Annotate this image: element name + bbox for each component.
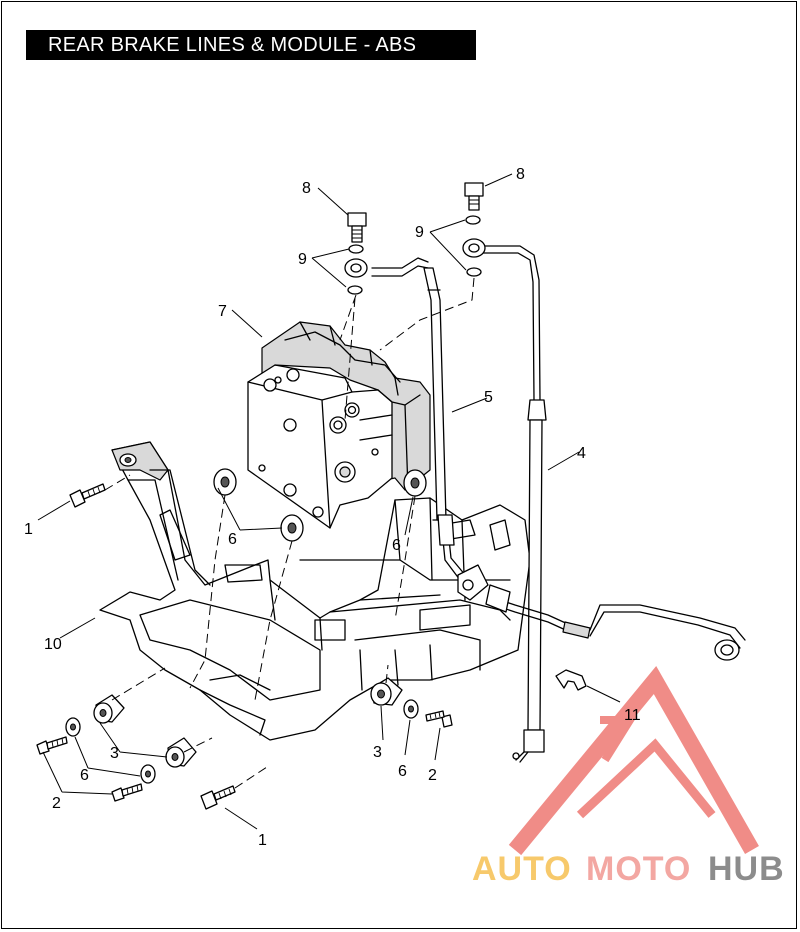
grommet-middle	[280, 514, 304, 542]
washer-lower-right	[403, 699, 419, 719]
diagram-title: REAR BRAKE LINES & MODULE - ABS	[48, 34, 417, 56]
assembly-lines	[104, 277, 475, 789]
watermark-moto: MOTO	[586, 850, 691, 888]
bolt-lower	[200, 785, 236, 810]
callout-6: 6	[228, 531, 237, 548]
callout-9: 9	[415, 224, 424, 241]
callout-8: 8	[302, 180, 311, 197]
grommet-right	[403, 469, 427, 497]
callout-1: 1	[258, 832, 267, 849]
callout-10: 10	[44, 636, 62, 653]
callout-2: 2	[52, 795, 61, 812]
callout-6: 6	[398, 763, 407, 780]
washer-lower-left-1	[65, 717, 81, 737]
callout-3: 3	[373, 744, 382, 761]
grommet-upper-left	[213, 468, 237, 496]
callouts: 8 8 9 9 7 5 4 6 6 1 10 3 6 2 3 6 2 1 11	[24, 166, 641, 849]
mounting-bracket	[99, 441, 531, 741]
callout-6: 6	[80, 767, 89, 784]
callout-2: 2	[428, 767, 437, 784]
banjo-fitting-left	[344, 258, 368, 278]
brake-line-4	[477, 245, 547, 763]
title-bar: REAR BRAKE LINES & MODULE - ABS	[26, 30, 476, 60]
abs-module	[247, 321, 431, 529]
screw-lower-right	[425, 710, 453, 728]
banjo-bolt-left	[347, 212, 367, 243]
banjo-bolt-right	[464, 182, 484, 211]
washer-left-upper	[348, 244, 364, 254]
watermark-auto: AUTO	[472, 850, 572, 888]
brake-line-5	[371, 257, 489, 601]
leader-lines	[37, 173, 621, 830]
callout-3: 3	[110, 745, 119, 762]
callout-1: 1	[24, 521, 33, 538]
bolt-upper-left	[69, 483, 106, 508]
washer-lower-left-2	[140, 764, 156, 784]
watermark-logo: AUTO MOTO HUB	[472, 665, 785, 888]
banjo-fitting-right	[462, 238, 486, 258]
screw-lower-left-2	[111, 783, 143, 802]
callout-4: 4	[577, 445, 586, 462]
callout-6: 6	[392, 537, 401, 554]
washer-right-lower	[466, 267, 482, 277]
isolator-right	[370, 677, 403, 706]
washer-left-lower	[347, 285, 363, 295]
screw-lower-left-1	[36, 736, 68, 755]
callout-7: 7	[218, 303, 227, 320]
callout-11: 11	[624, 707, 641, 724]
watermark-triangle	[508, 665, 759, 856]
brake-line-rear	[485, 584, 746, 661]
isolator-upper-left	[93, 694, 125, 724]
watermark-hub: HUB	[708, 850, 785, 888]
callout-8: 8	[516, 166, 525, 183]
callout-5: 5	[484, 389, 493, 406]
isolator-lower-left	[165, 737, 197, 768]
callout-9: 9	[298, 251, 307, 268]
clip-11	[555, 669, 587, 691]
washer-right-upper	[465, 215, 481, 225]
